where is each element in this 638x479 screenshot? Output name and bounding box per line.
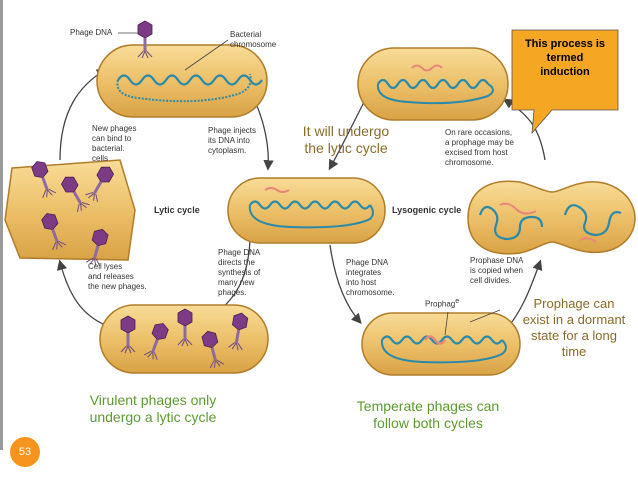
label-new-phages-bind: New phages can bind to bacterial. cells <box>92 124 137 163</box>
note-virulent: Virulent phages only undergo a lytic cyc… <box>89 392 217 425</box>
label-phage-dna-directs: Phage DNA directs the synthesis of many … <box>218 248 261 297</box>
note-induction: This process is termed induction <box>524 38 606 78</box>
induction-callout <box>511 29 619 135</box>
cell-bottom-left <box>99 304 269 374</box>
slide-frame-line <box>0 0 3 450</box>
label-phage-dna-integrates: Phage DNA integrates into host chromosom… <box>346 258 395 297</box>
label-prophase-dna-copied: Prophase DNA is copied when cell divides… <box>470 256 524 285</box>
slide-number: 53 <box>18 446 32 458</box>
cell-prophage <box>361 312 521 376</box>
note-prophage-dormant: Prophage can exist in a dormant state fo… <box>522 296 626 359</box>
cell-top-right <box>357 47 509 121</box>
pointer-lines <box>118 32 501 336</box>
cell-center <box>227 177 386 244</box>
note-lytic: It will undergo the lytic cycle <box>302 123 390 156</box>
label-bacterial-chromosome: Bacterial chromosome <box>230 30 277 49</box>
slide-number-badge <box>10 437 40 467</box>
label-phage-dna: Phage DNA <box>70 28 113 37</box>
note-temperate: Temperate phages can follow both cycles <box>356 398 500 431</box>
label-lytic-cycle: Lytic cycle <box>154 205 200 215</box>
cell-burst <box>4 158 136 268</box>
label-on-rare-occasions: On rare occasions, a prophage may be exc… <box>445 128 514 167</box>
arrow-top-right-to-center <box>328 99 366 171</box>
label-cell-lyses: Cell lyses and releases the new phages. <box>88 262 147 291</box>
label-phage-injects: Phage injects its DNA into cytoplasm. <box>208 126 257 155</box>
label-prophage: Prophage <box>425 298 460 309</box>
arrow-center-to-prophage <box>329 244 362 324</box>
cell-dividing <box>467 180 636 255</box>
cell-top-left <box>96 20 268 118</box>
label-lysogenic-cycle: Lysogenic cycle <box>392 205 462 215</box>
